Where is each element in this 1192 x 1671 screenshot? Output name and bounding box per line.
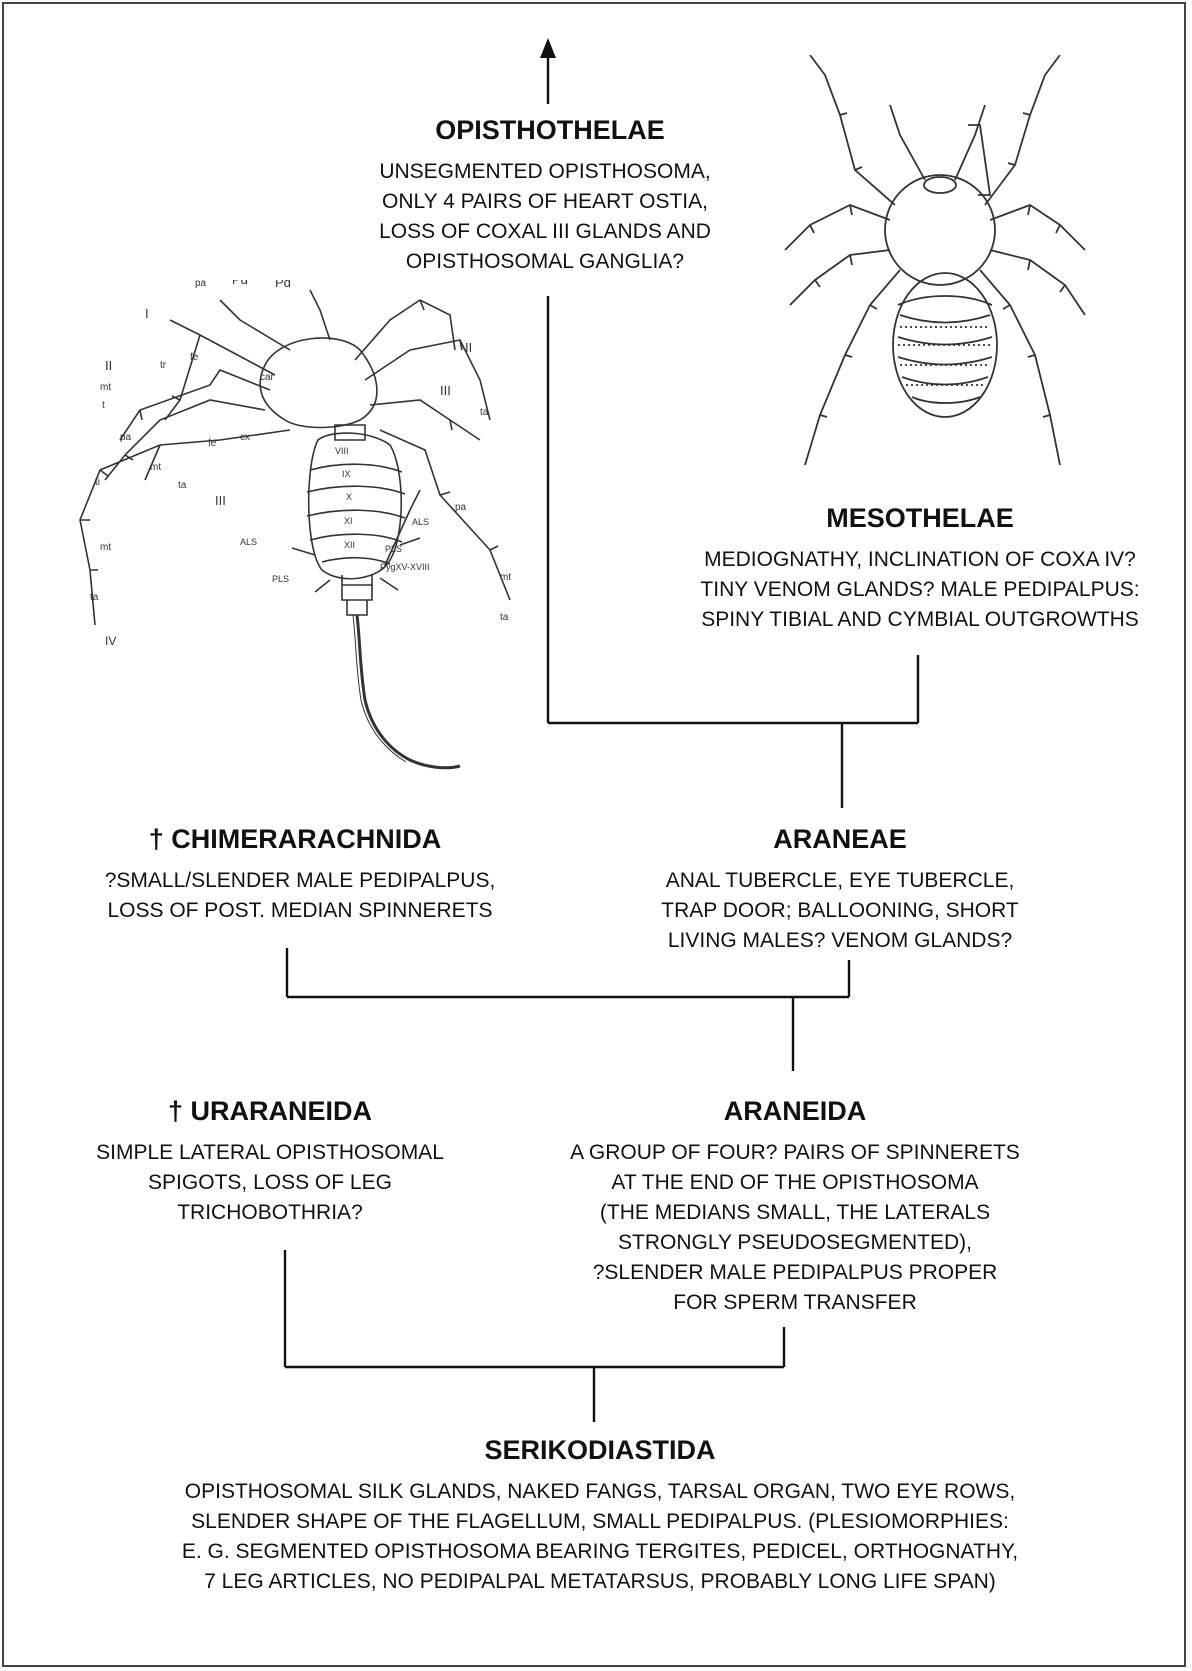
svg-text:t: t: [102, 400, 105, 411]
svg-text:mt: mt: [100, 542, 111, 553]
araneida-title: ARANEIDA: [655, 1096, 935, 1127]
svg-text:PLS: PLS: [385, 544, 402, 554]
svg-text:ta: ta: [178, 480, 187, 491]
svg-text:IX: IX: [342, 469, 351, 479]
araneae-description: ANAL TUBERCLE, EYE TUBERCLE, TRAP DOOR; …: [620, 866, 1060, 956]
svg-text:ta: ta: [480, 407, 489, 418]
serikodiastida-title: SERIKODIASTIDA: [440, 1435, 760, 1466]
svg-text:cx: cx: [240, 432, 250, 443]
svg-text:Pd: Pd: [232, 280, 248, 287]
chimerarachnida-title: † CHIMERARACHNIDA: [120, 824, 470, 855]
opisthothelae-description: UNSEGMENTED OPISTHOSOMA, ONLY 4 PAIRS OF…: [330, 157, 760, 277]
svg-text:car: car: [260, 372, 275, 383]
svg-text:mt: mt: [500, 572, 511, 583]
svg-text:PLS: PLS: [272, 574, 289, 584]
svg-text:pa: pa: [455, 502, 467, 513]
svg-text:mt: mt: [150, 462, 161, 473]
svg-text:IV: IV: [105, 634, 116, 648]
svg-text:ALS: ALS: [240, 537, 257, 547]
svg-text:II: II: [105, 358, 112, 373]
svg-text:III: III: [440, 383, 451, 398]
svg-text:ta: ta: [500, 612, 509, 623]
arrow-head: [540, 38, 556, 58]
svg-text:VIII: VIII: [335, 446, 349, 456]
svg-text:tr: tr: [160, 360, 167, 371]
svg-text:X: X: [346, 492, 352, 502]
svg-text:fe: fe: [190, 352, 199, 363]
mesothelae-spider-drawing: [780, 55, 1100, 475]
svg-text:ALS: ALS: [412, 517, 429, 527]
uraraneida-description: SIMPLE LATERAL OPISTHOSOMAL SPIGOTS, LOS…: [50, 1138, 490, 1228]
svg-text:fe: fe: [208, 438, 217, 449]
svg-text:XII: XII: [344, 540, 355, 550]
svg-text:I: I: [145, 306, 149, 321]
svg-text:II: II: [465, 340, 472, 355]
mesothelae-description: MEDIOGNATHY, INCLINATION OF COXA IV? TIN…: [635, 545, 1192, 635]
svg-text:III: III: [215, 493, 226, 508]
svg-text:XI: XI: [344, 516, 353, 526]
svg-text:ta: ta: [90, 592, 99, 603]
svg-text:pa: pa: [195, 280, 207, 289]
chimerarachnida-description: ?SMALL/SLENDER MALE PEDIPALPUS, LOSS OF …: [60, 866, 540, 926]
serikodiastida-description: OPISTHOSOMAL SILK GLANDS, NAKED FANGS, T…: [70, 1477, 1130, 1597]
chimerarachnid-fossil-drawing: pa Pd Pd I II mt t fe tr car ti mt ta II…: [60, 280, 540, 800]
araneida-description: A GROUP OF FOUR? PAIRS OF SPINNERETS AT …: [520, 1138, 1070, 1318]
svg-text:pa: pa: [120, 432, 132, 443]
mesothelae-title: MESOTHELAE: [750, 503, 1090, 534]
svg-text:PygXV-XVIII: PygXV-XVIII: [380, 562, 430, 572]
svg-text:ti: ti: [95, 477, 100, 488]
araneae-title: ARANEAE: [700, 824, 980, 855]
uraraneida-title: † URARANEIDA: [130, 1096, 410, 1127]
opisthothelae-title: OPISTHOTHELAE: [380, 115, 720, 146]
svg-text:Pd: Pd: [275, 280, 291, 290]
svg-text:mt: mt: [100, 382, 111, 393]
